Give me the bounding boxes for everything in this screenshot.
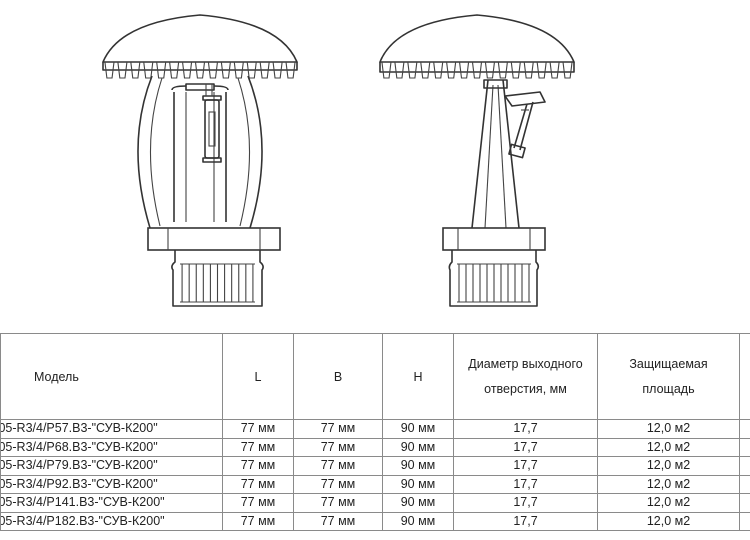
cell-h: 90 мм [382, 456, 454, 476]
cell-h: 90 мм [382, 419, 454, 439]
cell-area: 12,0 м2 [597, 419, 740, 439]
cell-model: ,05-R3/4/P57.B3-"СУВ-К200" [0, 419, 223, 439]
header-area-line1: Защищаемая [629, 356, 708, 371]
cell-area: 12,0 м2 [597, 456, 740, 476]
cell-h: 90 мм [382, 474, 454, 494]
cell-extra [739, 511, 750, 531]
cell-diameter: 17,7 [453, 511, 598, 531]
cell-b: 77 мм [293, 511, 383, 531]
header-diameter-line2: отверстия, мм [484, 381, 567, 396]
cell-area: 12,0 м2 [597, 474, 740, 494]
sprinkler-drawing-svg [102, 14, 575, 307]
cell-extra [739, 456, 750, 476]
cell-h: 90 мм [382, 511, 454, 531]
table-header-row: Модель L B H Диаметр выходного отверстия… [0, 333, 750, 420]
cell-l: 77 мм [222, 511, 294, 531]
table-row: ,05-R3/4/P68.B3-"СУВ-К200" 77 мм 77 мм 9… [0, 437, 750, 457]
header-diameter: Диаметр выходного отверстия, мм [453, 333, 598, 420]
cell-model: ,05-R3/4/P79.B3-"СУВ-К200" [0, 456, 223, 476]
header-area: Защищаемая площадь [597, 333, 740, 420]
cell-diameter: 17,7 [453, 437, 598, 457]
header-diameter-line1: Диаметр выходного [468, 356, 583, 371]
header-extra [739, 333, 750, 420]
cell-extra [739, 493, 750, 513]
spec-table: Модель L B H Диаметр выходного отверстия… [0, 333, 750, 531]
sprinkler-front-view [102, 14, 298, 307]
cell-model: ,05-R3/4/P68.B3-"СУВ-К200" [0, 437, 223, 457]
cell-model: ,05-R3/4/P141.B3-"СУВ-К200" [0, 493, 223, 513]
deflector-teeth-side [381, 61, 573, 79]
header-area-line2: площадь [642, 381, 695, 396]
header-model: Модель [0, 333, 223, 420]
header-h: H [382, 333, 454, 420]
cell-l: 77 мм [222, 493, 294, 513]
cell-b: 77 мм [293, 493, 383, 513]
thread-lines-side [458, 264, 530, 302]
cell-b: 77 мм [293, 474, 383, 494]
cell-b: 77 мм [293, 456, 383, 476]
cell-h: 90 мм [382, 437, 454, 457]
table-row: ,05-R3/4/P79.B3-"СУВ-К200" 77 мм 77 мм 9… [0, 456, 750, 476]
cell-area: 12,0 м2 [597, 437, 740, 457]
sprinkler-drawings [102, 14, 575, 307]
cell-diameter: 17,7 [453, 474, 598, 494]
table-row: ,05-R3/4/P57.B3-"СУВ-К200" 77 мм 77 мм 9… [0, 419, 750, 439]
table-row: ,05-R3/4/P141.B3-"СУВ-К200" 77 мм 77 мм … [0, 493, 750, 513]
sprinkler-side-view [379, 14, 575, 307]
cell-extra [739, 474, 750, 494]
cell-diameter: 17,7 [453, 493, 598, 513]
cell-area: 12,0 м2 [597, 493, 740, 513]
cell-b: 77 мм [293, 419, 383, 439]
thread-lines-front [181, 264, 254, 302]
deflector-teeth-front [104, 61, 296, 79]
cell-l: 77 мм [222, 437, 294, 457]
cell-model: ,05-R3/4/P182.B3-"СУВ-К200" [0, 511, 223, 531]
table-row: ,05-R3/4/P92.B3-"СУВ-К200" 77 мм 77 мм 9… [0, 474, 750, 494]
header-b: B [293, 333, 383, 420]
spec-table-container: Модель L B H Диаметр выходного отверстия… [0, 333, 750, 531]
cell-l: 77 мм [222, 456, 294, 476]
table-row: ,05-R3/4/P182.B3-"СУВ-К200" 77 мм 77 мм … [0, 511, 750, 531]
cell-l: 77 мм [222, 419, 294, 439]
cell-b: 77 мм [293, 437, 383, 457]
cell-area: 12,0 м2 [597, 511, 740, 531]
cell-extra [739, 437, 750, 457]
cell-extra [739, 419, 750, 439]
cell-diameter: 17,7 [453, 419, 598, 439]
header-l: L [222, 333, 294, 420]
cell-l: 77 мм [222, 474, 294, 494]
cell-diameter: 17,7 [453, 456, 598, 476]
cell-model: ,05-R3/4/P92.B3-"СУВ-К200" [0, 474, 223, 494]
cell-h: 90 мм [382, 493, 454, 513]
